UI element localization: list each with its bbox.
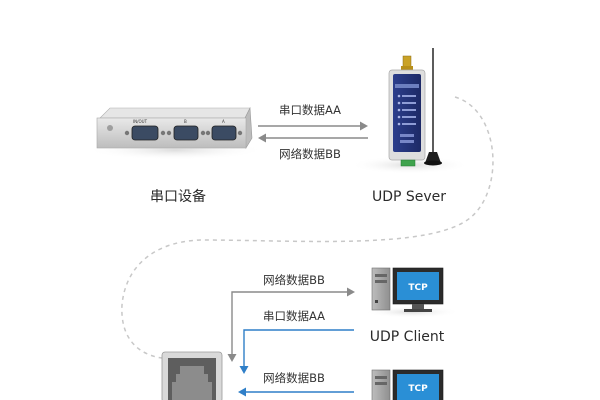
- link-label-client-bb: 网络数据BB: [263, 273, 325, 287]
- client-outbound-arrow: [239, 329, 354, 374]
- db9-port-b: [166, 125, 206, 141]
- link-label-client-aa: 串口数据AA: [263, 309, 325, 323]
- port-label-a: A: [222, 119, 225, 124]
- serial-device-caption: 串口设备: [150, 188, 206, 205]
- serial-device: IN/OUT B A: [85, 106, 265, 160]
- port-label-b: B: [184, 119, 187, 124]
- dashed-link-server: [121, 96, 494, 359]
- bottom-inbound-arrow: [238, 387, 354, 397]
- client-inbound-arrowhead-down: [227, 354, 237, 362]
- arrow-to-server: [258, 121, 368, 131]
- udp-server-caption: UDP Sever: [372, 189, 446, 205]
- arrow-to-serial: [258, 133, 368, 143]
- db9-port-in-out: [124, 125, 166, 141]
- udp-server-device: [350, 48, 470, 174]
- link-label-bottom-bb: 网络数据BB: [263, 371, 325, 385]
- bottom-pc: [371, 369, 444, 400]
- db9-port-a: [205, 125, 243, 141]
- bottom-pc-screen-text: TCP: [408, 384, 428, 394]
- udp-client-pc: [364, 267, 460, 318]
- link-label-top-bb: 网络数据BB: [279, 147, 341, 161]
- port-label-in-out: IN/OUT: [133, 119, 148, 124]
- ethernet-port-icon: [161, 351, 223, 400]
- udp-client-caption: UDP Client: [370, 329, 445, 345]
- link-label-top-aa: 串口数据AA: [279, 103, 341, 117]
- client-inbound-arrow: [231, 287, 355, 358]
- client-screen-text: TCP: [408, 283, 428, 293]
